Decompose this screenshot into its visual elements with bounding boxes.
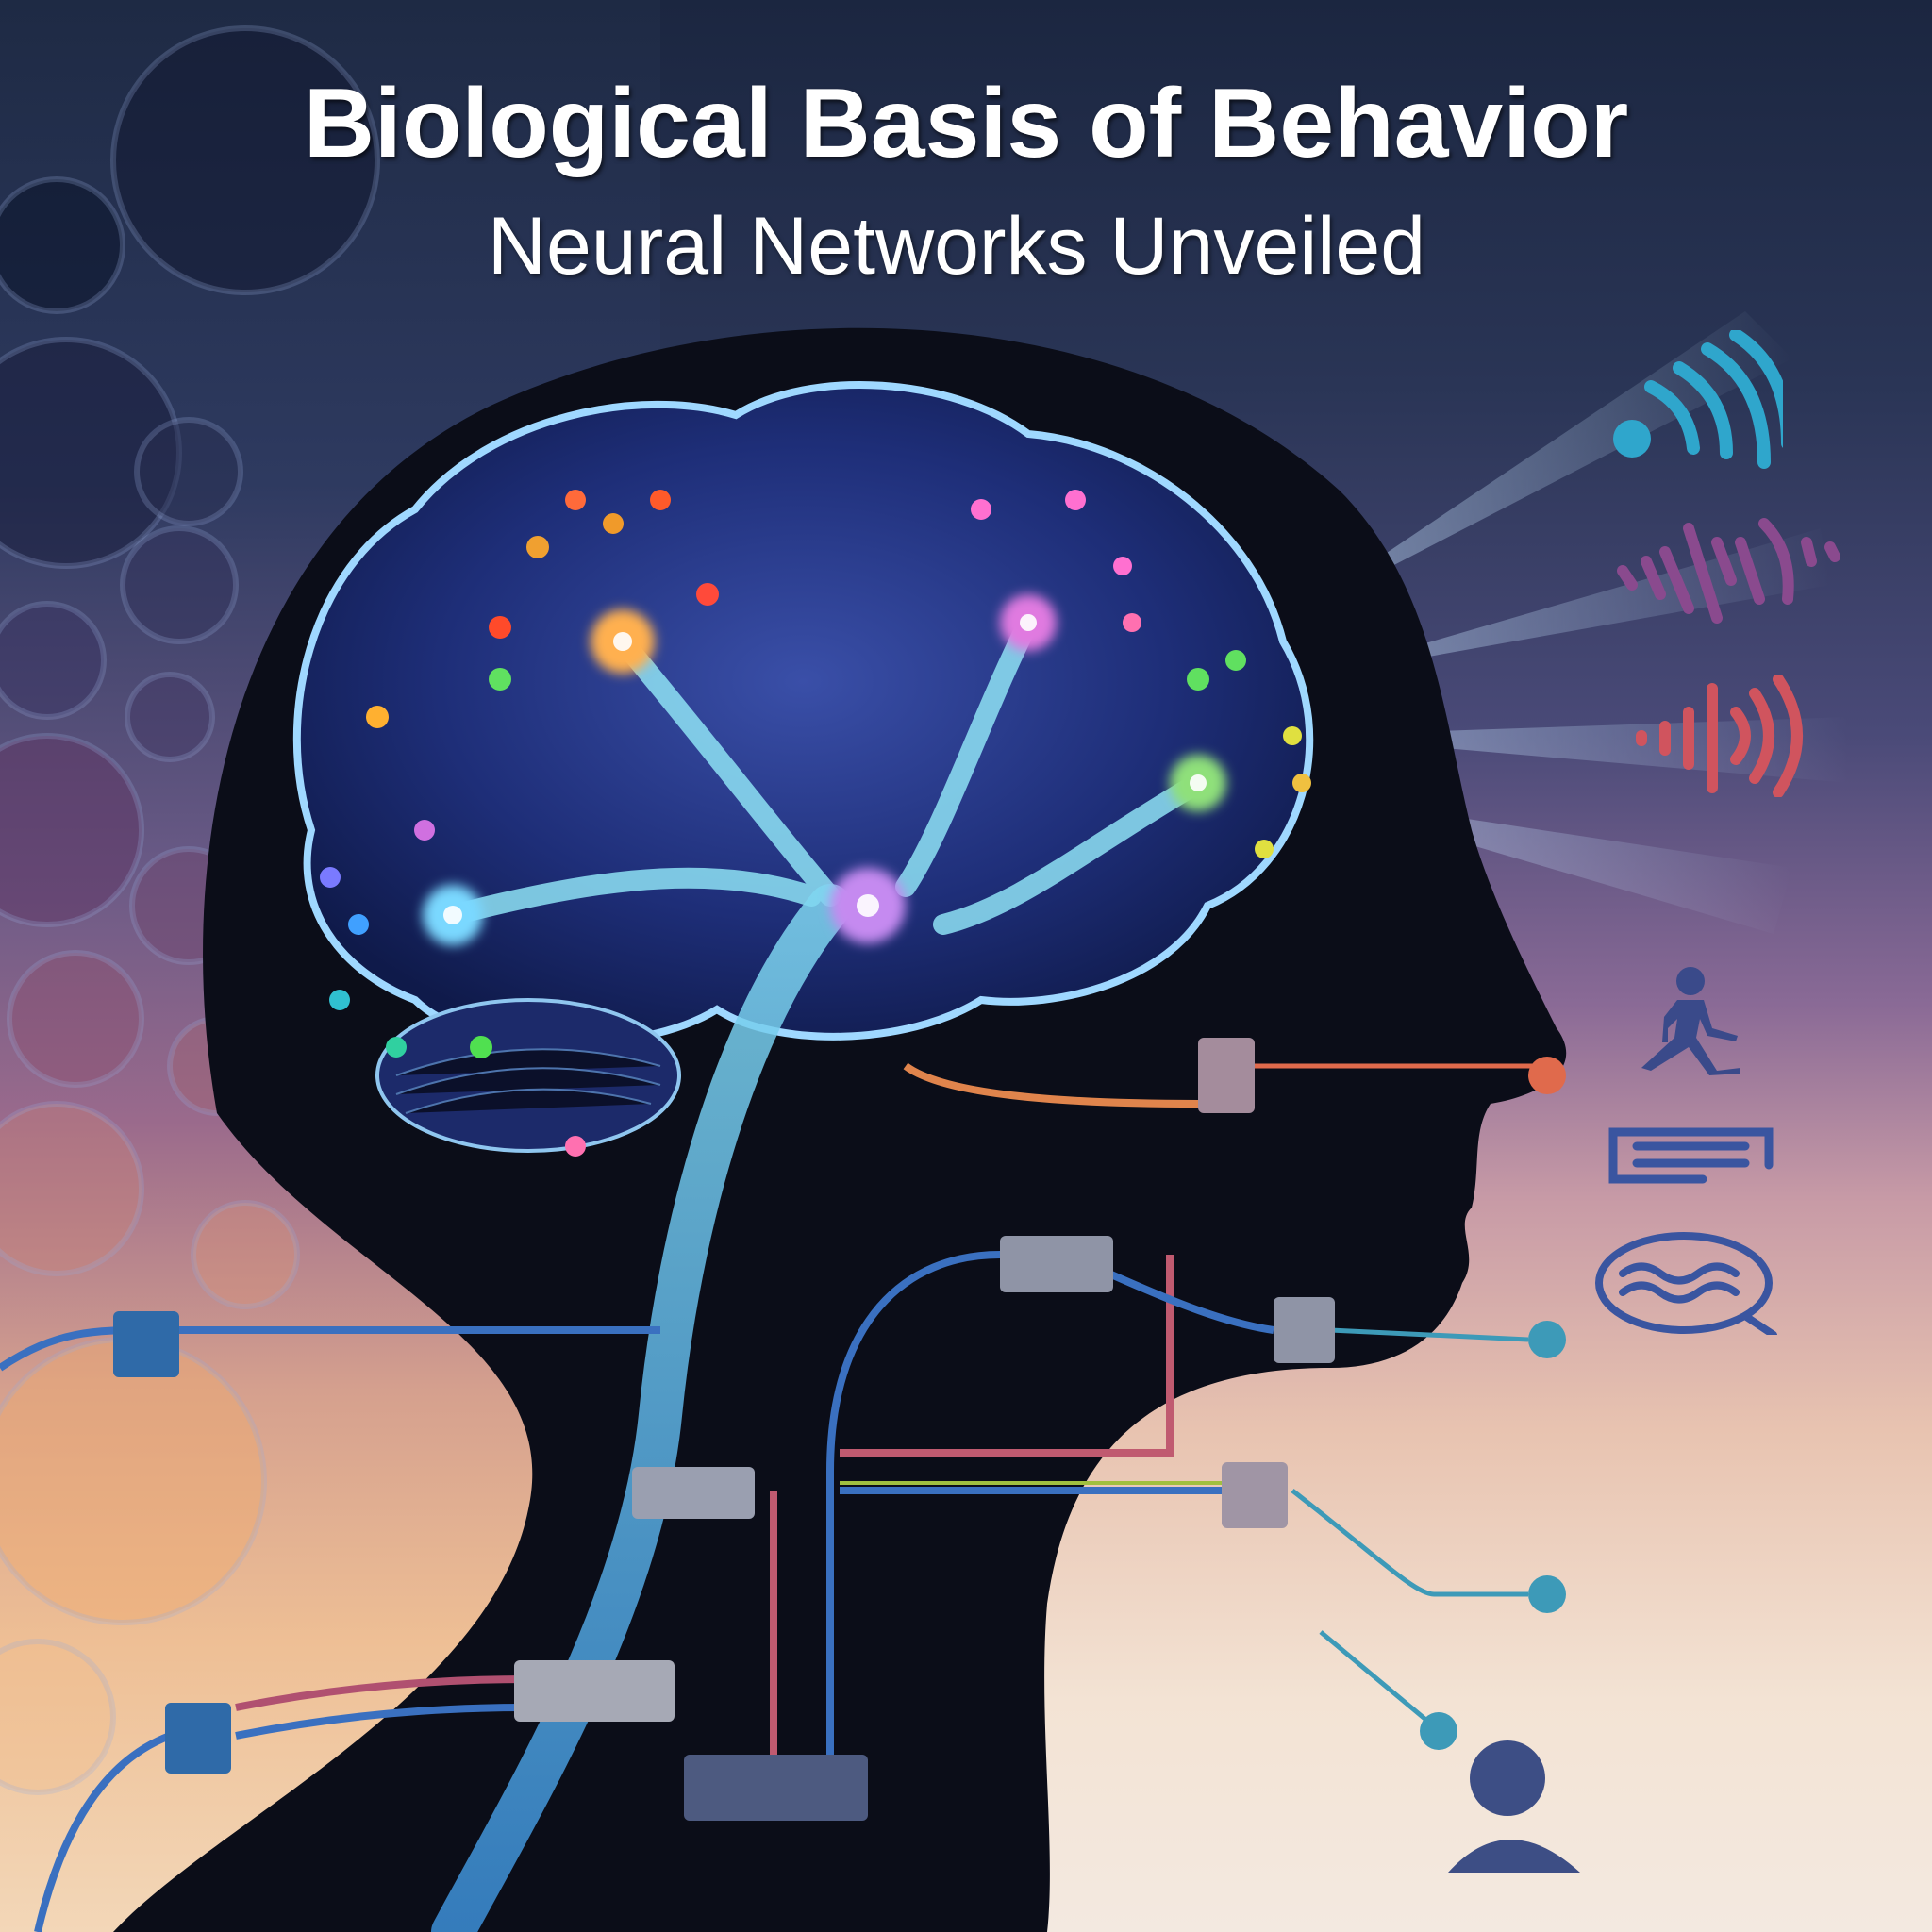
speech-bubble-wave-icon: [1595, 1232, 1777, 1335]
text-message-icon: [1608, 1127, 1774, 1184]
walking-person-icon: [1641, 967, 1740, 1075]
sound-wave-icon: [1617, 518, 1840, 624]
user-icon: [1448, 1740, 1580, 1873]
audio-wave-icon: [1636, 675, 1803, 797]
brain-illustration: [292, 381, 1314, 1932]
poster-title: Biological Basis of Behavior: [303, 69, 1629, 178]
poster-subtitle: Neural Networks Unveiled: [487, 201, 1426, 291]
circuit-boxes: [113, 1038, 1335, 1821]
connector-dots: [1420, 1057, 1566, 1750]
spinal-cord: [431, 884, 852, 1932]
wireless-signal-icon: [1613, 330, 1783, 469]
